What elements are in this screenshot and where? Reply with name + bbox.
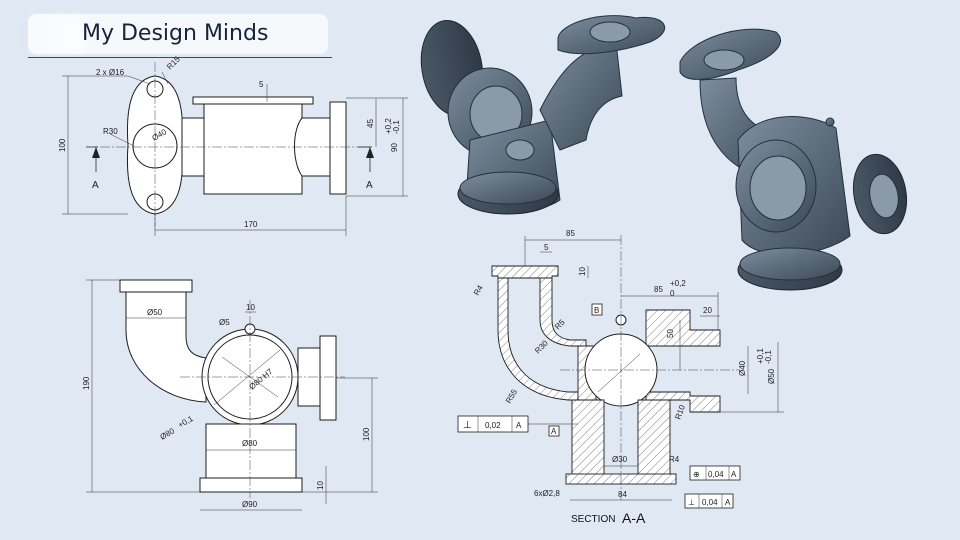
- sec-perp2-value: 0,04: [702, 498, 718, 507]
- sec-tol-minus2: -0,1: [764, 350, 773, 364]
- top-d90-dim: 90: [390, 143, 399, 152]
- top-d100-dim: 100: [58, 138, 67, 152]
- front-outer-dim: Ø80: [159, 426, 177, 442]
- sec-datum-b: B: [594, 306, 599, 315]
- top-tol-minus: -0,1: [392, 120, 401, 134]
- sec-perp2-symbol: ⊥: [688, 498, 695, 507]
- top-view: [62, 62, 408, 236]
- sec-r4b-dim: R4: [669, 455, 680, 464]
- front-d10-dim: 10: [246, 303, 255, 312]
- top-d170-dim: 170: [244, 220, 258, 229]
- sec-d85-dim: 85: [566, 229, 575, 238]
- front-view: [86, 279, 378, 511]
- top-r30-dim: R30: [103, 127, 118, 136]
- sec-d5-dim: 5: [544, 243, 549, 252]
- front-d5-dim: Ø5: [219, 318, 230, 327]
- sec-perp-value: 0,02: [485, 421, 501, 430]
- sec-r4-dim: R4: [472, 283, 485, 297]
- sec-perp-ref: A: [516, 421, 522, 430]
- sec-datum-a: A: [551, 427, 557, 436]
- top-d5-dim: 5: [259, 80, 264, 89]
- front-d10b-dim: 10: [316, 481, 325, 490]
- top-d45-dim: 45: [366, 119, 375, 128]
- render-3d-right: [679, 28, 908, 291]
- sec-pos-value: 0,04: [708, 470, 724, 479]
- section-title-mark: A-A: [622, 510, 646, 526]
- sec-d84-dim: 84: [618, 490, 627, 499]
- section-view: [457, 235, 784, 509]
- front-d190-dim: 190: [82, 376, 91, 390]
- sec-tol-plus2: +0,1: [756, 348, 765, 364]
- sec-d10-dim: 10: [578, 267, 587, 276]
- sec-pos-symbol: ⊕: [693, 470, 700, 479]
- sec-perp2-ref: A: [725, 498, 731, 507]
- sec-tol-plus: +0,2: [670, 279, 686, 288]
- sec-holes-dim: 6xØ2,8: [534, 489, 560, 498]
- sec-d50b-dim: Ø50: [767, 368, 776, 384]
- top-holes-dim: 2 x Ø16: [96, 68, 125, 77]
- front-foot-dim: Ø90: [242, 500, 258, 509]
- sec-d50-dim: 50: [666, 329, 675, 338]
- front-outer-tol: +0,1: [177, 414, 196, 430]
- sec-tol-zero: 0: [670, 289, 675, 298]
- sec-d30-dim: Ø30: [612, 455, 628, 464]
- render-3d-left: [420, 15, 666, 215]
- brand-underline: [28, 57, 332, 58]
- top-section-mark-left: A: [92, 180, 99, 191]
- front-base-dim: Ø80: [242, 439, 258, 448]
- brand-banner: [28, 14, 328, 54]
- brand-title: My Design Minds: [82, 21, 269, 46]
- section-title-word: SECTION: [571, 514, 615, 525]
- front-d50-dim: Ø50: [147, 308, 163, 317]
- top-tol-plus: +0,2: [384, 118, 393, 134]
- sec-r10-dim: R10: [673, 403, 687, 420]
- sec-d20-dim: 20: [703, 306, 712, 315]
- sec-d40-dim: Ø40: [738, 360, 747, 376]
- top-r15-dim: R15: [165, 54, 182, 71]
- sec-r55-dim: R55: [504, 387, 519, 405]
- sec-pos-ref: A: [731, 470, 737, 479]
- front-d100-dim: 100: [362, 427, 371, 441]
- sec-d85b-dim: 85: [654, 285, 663, 294]
- sec-perp-symbol: ⊥: [463, 420, 472, 431]
- sec-r5-dim: R5: [553, 317, 567, 331]
- sec-r30-dim: R30: [533, 338, 550, 355]
- top-section-mark-right: A: [366, 180, 373, 191]
